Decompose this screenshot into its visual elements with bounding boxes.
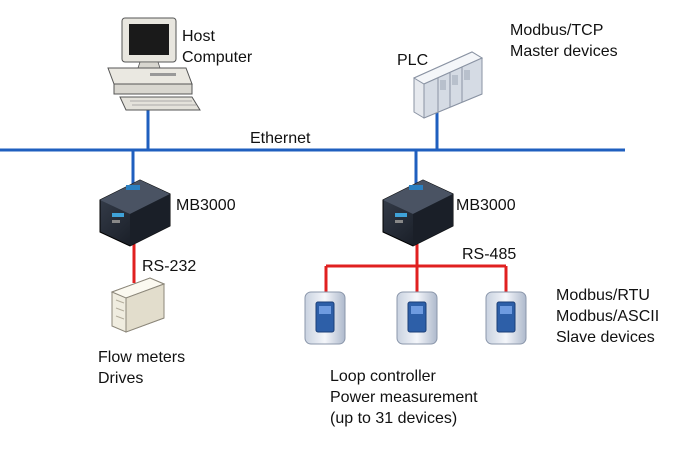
gateway-right-icon [382,179,454,247]
flow-label-line-2: Drives [98,370,144,387]
host-label-line-2: Computer [182,49,253,66]
gateway-left-icon [99,179,171,247]
ethernet-label: Ethernet [250,130,311,147]
slave-device-2-icon [396,291,438,345]
loop-label-line-1: Loop controller [330,368,436,385]
master-label-line-1: Modbus/TCP [510,22,604,39]
flow-meters-label: Flow meters Drives [98,347,185,389]
host-computer-icon [107,17,201,111]
rs485-label: RS-485 [462,246,517,263]
host-label-line-1: Host [182,28,215,45]
loop-label-line-3: (up to 31 devices) [330,410,458,427]
slave-label-line-3: Slave devices [556,329,655,346]
host-label: Host Computer [182,26,252,68]
slave-device-3-icon [485,291,527,345]
gateway-right-label: MB3000 [456,197,516,214]
flow-meter-icon [110,277,166,333]
slave-label-line-1: Modbus/RTU [556,287,650,304]
loop-label-line-2: Power measurement [330,389,478,406]
slave-label-line-2: Modbus/ASCII [556,308,660,325]
plc-label: PLC [397,52,429,69]
rs232-label: RS-232 [142,258,197,275]
slave-devices-label: Modbus/RTU Modbus/ASCII Slave devices [556,285,659,348]
gateway-left-label: MB3000 [176,197,236,214]
loop-controller-label: Loop controller Power measurement (up to… [330,366,478,429]
master-devices-label: Modbus/TCP Master devices [510,20,618,62]
flow-label-line-1: Flow meters [98,349,186,366]
slave-device-1-icon [304,291,346,345]
master-label-line-2: Master devices [510,43,618,60]
plc-icon [412,51,484,119]
